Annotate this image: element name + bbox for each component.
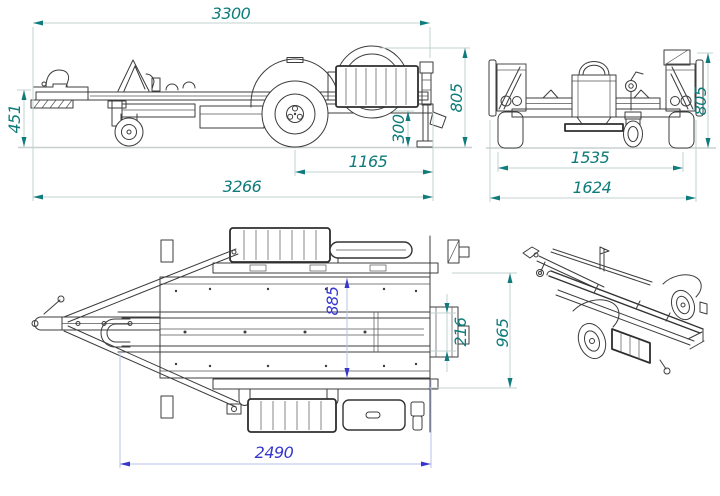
dim-channel-length: 2490 <box>119 352 432 468</box>
iso-coupler <box>522 246 540 259</box>
top-rail <box>212 262 439 274</box>
side-view-drawing <box>18 45 472 149</box>
iso-near-wheel <box>577 323 607 359</box>
dim-overall-length-bottom: 3266 <box>33 177 433 200</box>
dim-overall-height-rear: 805 <box>691 52 713 148</box>
iso-mast <box>599 246 610 272</box>
left-fender-edge <box>488 59 497 117</box>
iso-far-arm <box>550 248 653 286</box>
dim-track-width: 1535 <box>497 148 684 172</box>
right-lamp2 <box>670 96 680 106</box>
rear-leg <box>422 104 429 142</box>
rear-bracket <box>410 401 425 417</box>
coupler-handle <box>45 69 70 88</box>
iso-frame-rail <box>555 289 695 346</box>
axle-box <box>199 105 265 129</box>
drawbar-arm-upper <box>63 248 239 323</box>
bottom-fender-box <box>247 398 337 433</box>
iso-far-wheel <box>670 289 696 321</box>
wheel-chock <box>117 59 150 92</box>
left-lamp2 <box>512 96 522 106</box>
rear-endcap <box>457 325 470 345</box>
rear-light <box>429 111 447 129</box>
dim-label-overall-length-top: 3300 <box>212 4 251 23</box>
dim-label-frame-width: 965 <box>493 318 512 347</box>
dim-rear-frame-height: 300 <box>389 110 414 147</box>
dim-label-axle-to-rear: 1165 <box>349 152 388 171</box>
dim-channel-width: 216 <box>431 294 470 372</box>
under-box <box>121 103 196 118</box>
tie-hooks <box>542 89 650 99</box>
dim-deck-width: 885 <box>323 278 350 378</box>
channel-mouth-bar <box>564 123 624 132</box>
toolbox-handle <box>365 411 381 419</box>
dim-label-overall-width: 1624 <box>573 178 612 197</box>
jockey-wheel <box>114 117 144 147</box>
right-fender-edge <box>695 59 704 117</box>
dim-overall-width: 1624 <box>489 120 697 202</box>
ribbed-carrier-box <box>335 65 419 108</box>
deck-outline <box>159 235 431 433</box>
dim-coupler-height: 451 <box>5 89 31 147</box>
dim-label-deck-width: 885 <box>323 286 342 315</box>
dim-label-overall-length-bottom: 3266 <box>223 177 262 196</box>
iso-loading-rail <box>548 270 704 334</box>
front-post-top <box>160 239 174 263</box>
jockey-wheel <box>623 120 643 148</box>
dim-label-channel-length: 2490 <box>255 443 294 462</box>
iso-far-fender <box>662 274 702 298</box>
isometric-drawing <box>522 246 708 375</box>
dim-axle-to-rear: 1165 <box>294 112 434 201</box>
left-tire <box>497 111 524 149</box>
coupler-plan <box>34 316 63 331</box>
rear-view: 805 1535 1624 <box>486 49 716 202</box>
plan-view: 885 216 965 2490 <box>31 227 517 468</box>
dim-overall-length-top: 3300 <box>32 4 431 201</box>
front-post-bottom <box>160 395 174 419</box>
channel-rear-end <box>429 306 459 358</box>
rear-lamp-head <box>419 61 434 74</box>
plan-view-drawing <box>31 227 470 433</box>
arm-foot <box>226 403 242 415</box>
dim-label-rear-frame-height: 300 <box>389 114 408 143</box>
side-view: 3300 451 805 300 <box>5 4 472 201</box>
channel-end <box>571 74 617 118</box>
dim-label-overall-height-side: 805 <box>447 83 466 112</box>
jockey-mount <box>624 111 642 120</box>
dim-label-channel-width: 216 <box>451 317 470 346</box>
fender-tab <box>286 57 304 63</box>
deck-rivets <box>174 287 418 368</box>
iso-ribbed-box <box>611 328 651 364</box>
coupler-hatch-block <box>30 99 74 109</box>
right-lamp <box>680 95 692 107</box>
rear-view-drawing <box>486 49 716 149</box>
iso-rear-lamp <box>699 301 708 315</box>
dim-overall-height-side: 805 <box>380 47 470 147</box>
toolbox <box>342 399 406 431</box>
dim-label-overall-height-rear: 805 <box>691 86 710 115</box>
iso-rear-end <box>687 328 705 350</box>
iso-near-fender <box>572 299 620 328</box>
right-tire <box>668 111 695 149</box>
tie-down-hoops <box>165 81 196 91</box>
right-top-bracket <box>663 49 691 66</box>
crank-handle <box>625 80 637 92</box>
drawbar-arm-lower <box>63 325 239 408</box>
channel-handle <box>578 61 610 76</box>
dim-label-coupler-height: 451 <box>5 104 24 133</box>
dim-frame-width: 965 <box>428 272 517 389</box>
rear-foot <box>416 140 434 148</box>
left-lamp <box>500 95 512 107</box>
bottom-rail <box>212 378 439 390</box>
isometric-view <box>522 246 708 375</box>
wheel-stop-loop <box>100 318 131 348</box>
iso-rear-stand <box>659 359 667 370</box>
dim-label-track-width: 1535 <box>571 148 610 167</box>
wheel-channel <box>117 311 431 353</box>
